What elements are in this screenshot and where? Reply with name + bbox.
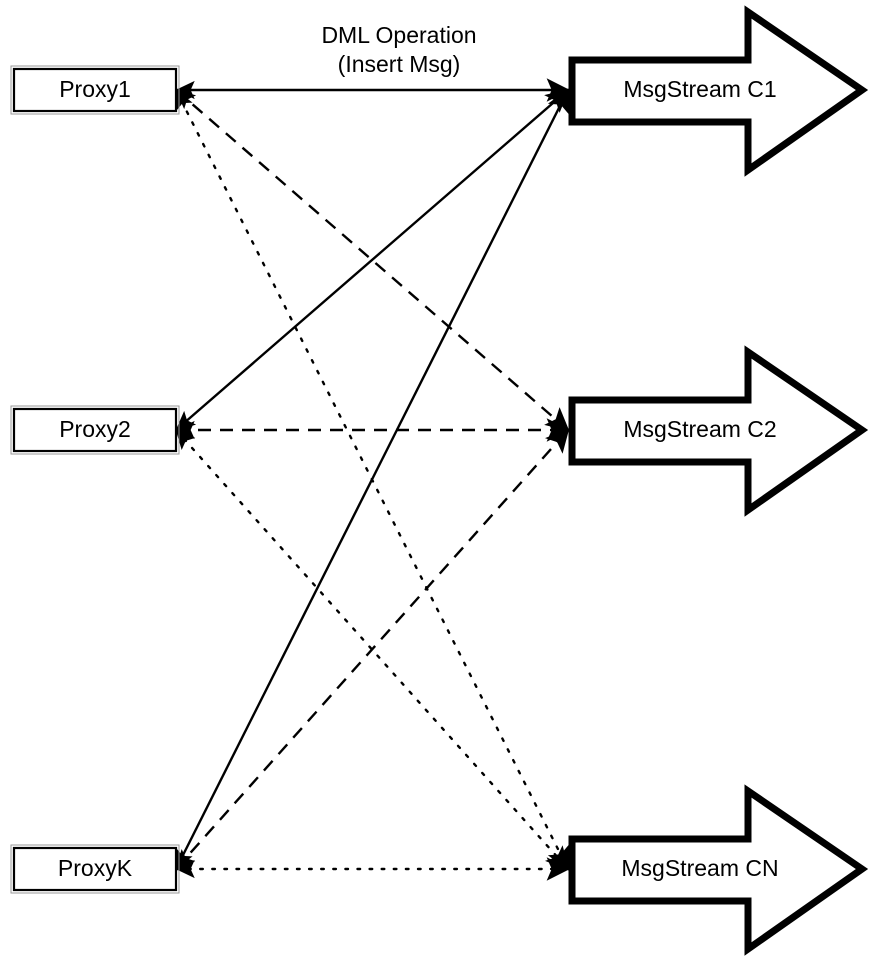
msgstream-node-cn[interactable]: MsgStream CN: [568, 784, 869, 956]
dml-operation-label-line2: (Insert Msg): [338, 51, 461, 77]
msgstream-label: MsgStream C1: [623, 76, 776, 102]
proxy-box-rect[interactable]: [12, 846, 178, 892]
dml-operation-label: DML Operation (Insert Msg): [321, 22, 476, 77]
msgstream-arrow-shape[interactable]: [568, 5, 869, 177]
msgstream-node-c1[interactable]: MsgStream C1: [568, 5, 869, 177]
msgstream-node-c2[interactable]: MsgStream C2: [568, 345, 869, 517]
msgstream-label: MsgStream CN: [621, 855, 778, 881]
proxy-box-rect[interactable]: [12, 407, 178, 453]
proxy-node-proxy1[interactable]: Proxy1: [10, 65, 180, 115]
dml-operation-label-line1: DML Operation: [321, 22, 476, 48]
proxy-label: Proxy1: [59, 76, 131, 102]
proxy-box-outline: [10, 844, 180, 894]
streams-layer: MsgStream C1 MsgStream C2 MsgStream CN: [568, 5, 869, 956]
links-layer: [174, 78, 570, 881]
proxy-box-rect[interactable]: [12, 67, 178, 113]
msgstream-arrow-shape[interactable]: [568, 784, 869, 956]
proxy-node-proxy2[interactable]: Proxy2: [10, 405, 180, 455]
proxy-label: ProxyK: [58, 855, 133, 881]
proxy-label: Proxy2: [59, 416, 131, 442]
proxy-box-outline: [10, 405, 180, 455]
proxy-box-outline: [10, 65, 180, 115]
msgstream-label: MsgStream C2: [623, 416, 776, 442]
proxy-node-proxyK[interactable]: ProxyK: [10, 844, 180, 894]
msgstream-arrow-shape[interactable]: [568, 345, 869, 517]
link-pk-c2: [175, 428, 570, 870]
